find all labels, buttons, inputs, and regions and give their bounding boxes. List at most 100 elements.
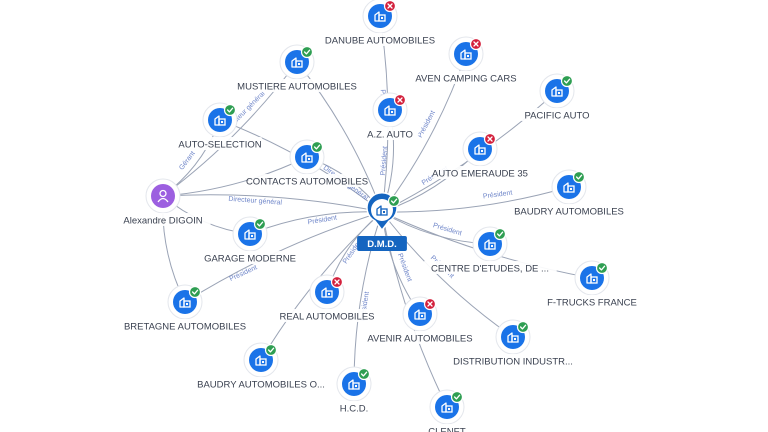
building-icon — [441, 402, 453, 413]
edge-center-1 — [296, 61, 383, 213]
company-node[interactable]: BRETAGNE AUTOMOBILES — [124, 284, 246, 332]
building-icon — [301, 152, 313, 163]
company-node[interactable]: A.Z. AUTO — [361, 92, 419, 140]
edge-label: Directeur général — [228, 196, 283, 207]
company-node[interactable]: PACIFIC AUTO — [520, 73, 594, 121]
company-label: BAUDRY AUTOMOBILES — [514, 206, 624, 217]
building-icon — [474, 144, 486, 155]
person-label: Alexandre DIGOIN — [123, 215, 202, 226]
company-node[interactable]: AVENIR AUTOMOBILES — [366, 296, 474, 344]
company-label: A.Z. AUTO — [367, 129, 413, 140]
company-node[interactable]: AUTO EMERAUDE 35 — [432, 131, 528, 179]
building-icon — [291, 57, 303, 68]
company-node[interactable]: DANUBE AUTOMOBILES — [325, 0, 435, 46]
company-node[interactable]: H.C.D. — [333, 366, 375, 414]
edge-label: Président — [483, 190, 513, 201]
company-label: DANUBE AUTOMOBILES — [325, 35, 435, 46]
company-node[interactable]: F-TRUCKS FRANCE — [547, 260, 637, 308]
company-node[interactable]: AVEN CAMPING CARS — [415, 36, 517, 84]
company-label-box: BAUDRY AUTOMOBILES — [514, 204, 624, 217]
company-node[interactable]: BAUDRY AUTOMOBILES — [514, 169, 624, 217]
active-check-icon — [310, 140, 324, 154]
active-check-icon — [253, 217, 267, 231]
building-icon — [244, 229, 256, 240]
building-icon — [484, 239, 496, 250]
active-check-icon — [493, 227, 507, 241]
edge-label: Président — [380, 146, 389, 176]
company-label-box: AVENIR AUTOMOBILES — [366, 331, 474, 344]
building-icon — [563, 182, 575, 193]
company-label-box: CENTRE D'ETUDES, DE ... — [423, 261, 557, 274]
company-label: AUTO EMERAUDE 35 — [432, 168, 528, 179]
active-check-icon — [516, 320, 530, 334]
closed-cross-icon — [483, 132, 497, 146]
company-label-box: BRETAGNE AUTOMOBILES — [124, 319, 246, 332]
edge-center-15 — [381, 211, 514, 338]
closed-cross-icon — [393, 93, 407, 107]
active-check-icon — [560, 74, 574, 88]
active-check-icon — [572, 170, 586, 184]
company-label-box: REAL AUTOMOBILES — [279, 309, 375, 322]
company-label-box: AUTO-SELECTION — [177, 137, 263, 150]
edge-label: Président — [396, 252, 413, 282]
closed-cross-icon — [330, 275, 344, 289]
building-icon — [255, 355, 267, 366]
company-label: CLENET — [428, 426, 466, 432]
company-label: AVENIR AUTOMOBILES — [367, 333, 472, 344]
active-check-icon — [357, 367, 371, 381]
building-icon — [460, 49, 472, 60]
closed-cross-icon — [423, 297, 437, 311]
company-label: MUSTIERE AUTOMOBILES — [237, 81, 357, 92]
building-icon — [374, 11, 386, 22]
edge-center-8 — [381, 186, 570, 213]
person-node[interactable]: Alexandre DIGOIN — [115, 178, 211, 226]
edge-center-17 — [353, 211, 383, 385]
company-node[interactable]: REAL AUTOMOBILES — [279, 274, 375, 322]
company-label: AUTO-SELECTION — [178, 139, 261, 150]
company-node[interactable]: GARAGE MODERNE — [204, 216, 296, 264]
building-icon — [214, 115, 226, 126]
building-icon — [414, 309, 426, 320]
edge-label: Gérant — [178, 150, 196, 171]
company-label-box: H.C.D. — [333, 401, 375, 414]
person-label-box: Alexandre DIGOIN — [115, 213, 211, 226]
person-icon — [157, 189, 169, 203]
company-node[interactable]: MUSTIERE AUTOMOBILES — [237, 44, 357, 92]
company-node[interactable]: BAUDRY AUTOMOBILES O... — [194, 342, 328, 390]
active-check-icon — [595, 261, 609, 275]
company-label-box: CONTACTS AUTOMOBILES — [246, 174, 368, 187]
company-label: GARAGE MODERNE — [204, 253, 296, 264]
building-icon — [179, 297, 191, 308]
building-icon — [384, 105, 396, 116]
building-icon — [586, 273, 598, 284]
company-label: BRETAGNE AUTOMOBILES — [124, 321, 246, 332]
active-check-icon — [300, 45, 314, 59]
company-label-box: AUTO EMERAUDE 35 — [432, 166, 528, 179]
building-icon — [551, 86, 563, 97]
company-label: REAL AUTOMOBILES — [279, 311, 374, 322]
company-label-box: AVEN CAMPING CARS — [415, 71, 517, 84]
company-label: PACIFIC AUTO — [524, 110, 589, 121]
company-node[interactable]: CLENET — [426, 389, 468, 432]
edge-label: Président — [307, 215, 337, 227]
company-node[interactable]: CONTACTS AUTOMOBILES — [246, 139, 368, 187]
building-icon — [321, 287, 333, 298]
company-node[interactable]: DISTRIBUTION INDUSTR... — [446, 319, 580, 367]
active-check-icon — [264, 343, 278, 357]
building-icon — [507, 332, 519, 343]
edge-label: Président — [359, 291, 371, 321]
active-check-icon — [188, 285, 202, 299]
company-label: AVEN CAMPING CARS — [415, 73, 516, 84]
center-label-box — [357, 236, 407, 251]
company-node[interactable]: CENTRE D'ETUDES, DE ... — [423, 226, 557, 274]
active-check-icon — [387, 194, 401, 208]
company-label-box: CLENET — [426, 424, 468, 432]
company-label: DISTRIBUTION INDUSTR... — [453, 356, 573, 367]
center-node[interactable]: D.M.D. — [357, 192, 407, 251]
active-check-icon — [450, 390, 464, 404]
company-node[interactable]: AUTO-SELECTION — [177, 102, 263, 150]
company-label-box: F-TRUCKS FRANCE — [547, 295, 637, 308]
company-label: F-TRUCKS FRANCE — [547, 297, 637, 308]
closed-cross-icon — [469, 37, 483, 51]
